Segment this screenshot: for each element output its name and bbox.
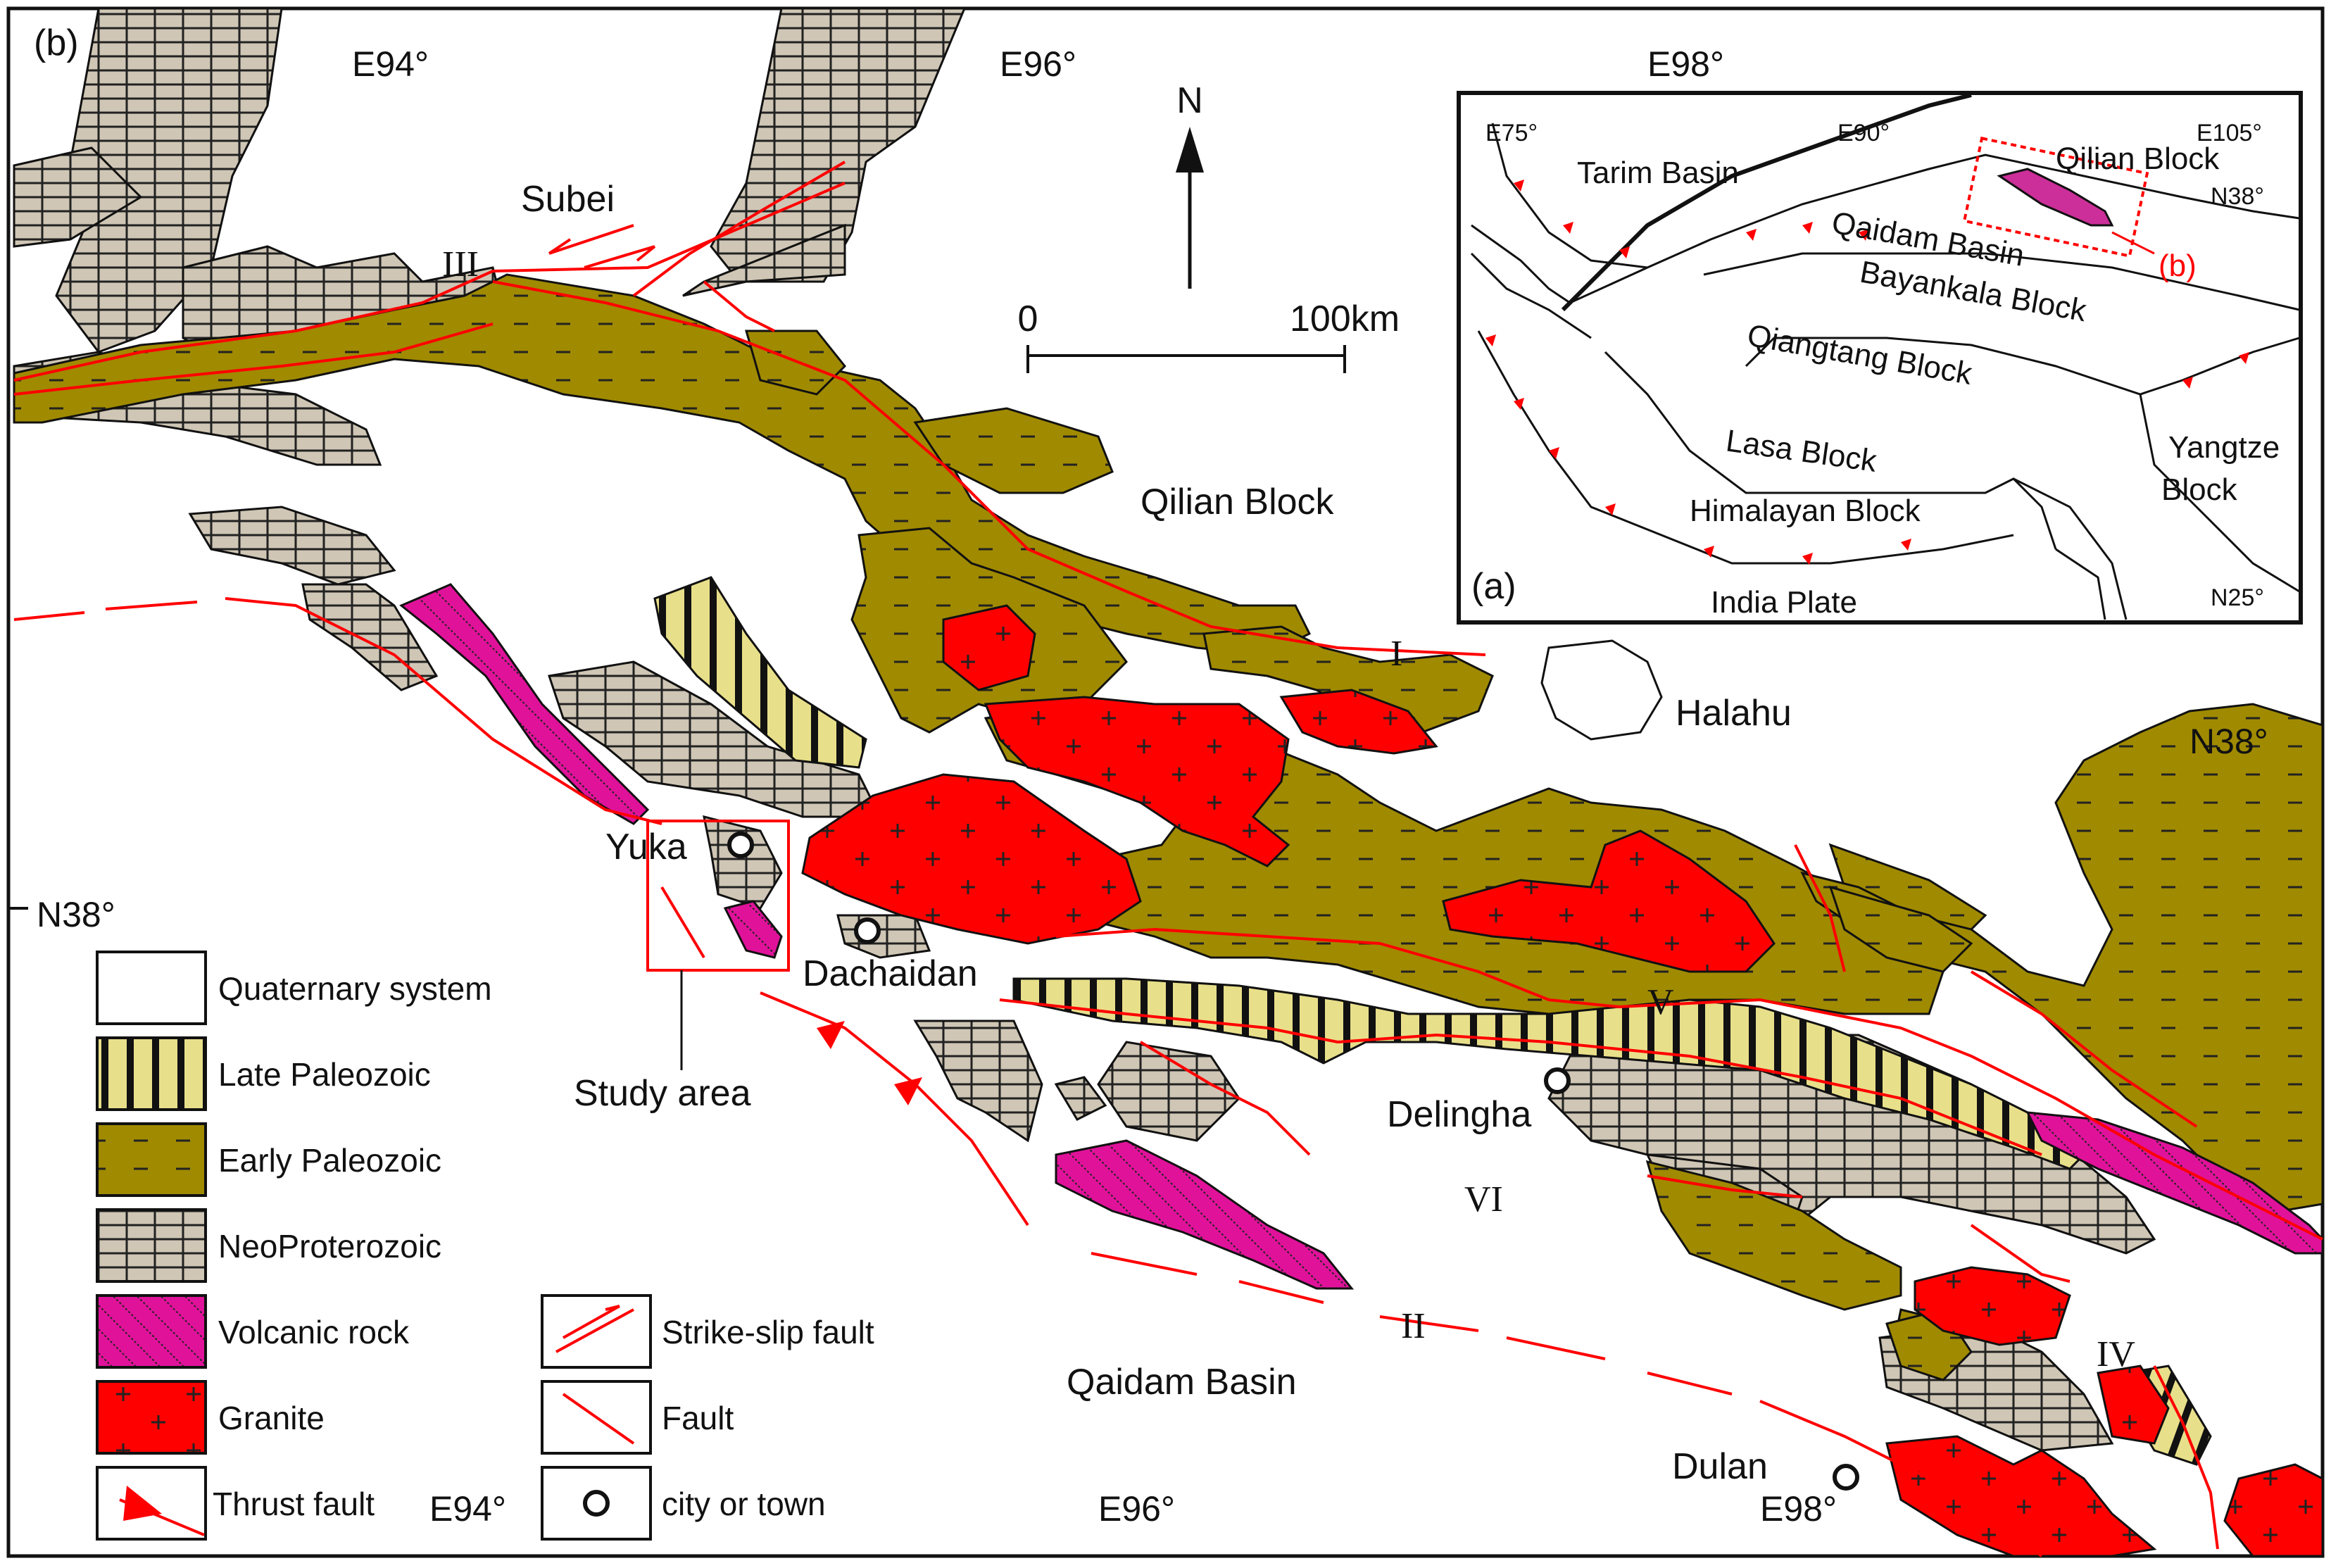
legend-label-volcanic: Volcanic rock <box>218 1314 410 1350</box>
coord-top-e94: E94° <box>352 44 429 84</box>
fault-num-vi: VI <box>1464 1179 1503 1219</box>
legend-label-granite: Granite <box>218 1400 325 1436</box>
legend-label-quaternary: Quaternary system <box>218 970 492 1007</box>
label-dachaidan: Dachaidan <box>803 953 978 994</box>
north-label: N <box>1176 80 1203 121</box>
coord-right-n38: N38° <box>2189 722 2268 761</box>
inset-b-box <box>1962 136 2149 258</box>
coord-left-n38: N38° <box>37 895 115 934</box>
inset-label-himalayan: Himalayan Block <box>1690 494 1921 528</box>
legend-label-neoproterozoic: NeoProterozoic <box>218 1228 441 1265</box>
fault-num-ii: II <box>1401 1306 1426 1346</box>
fault-num-iv: IV <box>2097 1334 2135 1374</box>
north-arrow <box>1176 127 1204 289</box>
scale-bar <box>1026 345 1346 373</box>
legend-swatch-early-paleozoic <box>96 1122 207 1197</box>
inset-map <box>1457 91 2303 625</box>
inset-label-tarim: Tarim Basin <box>1577 156 1739 190</box>
inset-coord-e90: E90° <box>1837 120 1890 146</box>
coord-bottom-e98: E98° <box>1760 1489 1837 1529</box>
strike-slip-arrows <box>548 224 656 269</box>
label-delingha: Delingha <box>1387 1094 1531 1135</box>
inset-label-yangtze: Yangtze <box>2168 430 2280 465</box>
legend-label-strike-slip: Strike-slip fault <box>662 1314 874 1350</box>
label-yuka: Yuka <box>605 827 687 867</box>
city-dachaidan-marker <box>854 917 881 944</box>
inset-label-qilian: Qilian Block <box>2056 142 2220 176</box>
volcanic-units <box>399 583 2324 1290</box>
fault-lines <box>13 161 2323 1557</box>
legend-label-early-paleozoic: Early Paleozoic <box>218 1142 441 1179</box>
legend-swatch-quaternary <box>96 951 207 1025</box>
inset-label-yangtze-block: Block <box>2161 472 2238 507</box>
panel-a-label: (a) <box>1471 566 1516 607</box>
legend-label-fault: Fault <box>662 1400 734 1436</box>
legend <box>96 951 652 1541</box>
legend-swatch-granite <box>96 1380 207 1455</box>
inset-coord-e105: E105° <box>2197 120 2262 146</box>
inset-major-fault <box>1561 93 1972 312</box>
label-dulan: Dulan <box>1672 1446 1768 1487</box>
fault-num-v: V <box>1647 982 1674 1022</box>
label-halahu: Halahu <box>1676 693 1792 734</box>
inset-b-marker: (b) <box>2159 249 2197 283</box>
city-delingha-marker <box>1544 1067 1571 1094</box>
thrust-teeth <box>817 1021 922 1105</box>
halahu-lake <box>1540 639 1663 741</box>
inset-label-india: India Plate <box>1711 585 1857 620</box>
city-markers <box>727 832 1859 1491</box>
scale-end: 100km <box>1290 299 1400 339</box>
panel-b-label: (b) <box>34 23 79 63</box>
scale-zero: 0 <box>1018 299 1038 339</box>
inset-study-region <box>1997 168 2114 227</box>
label-qaidam-basin: Qaidam Basin <box>1067 1362 1297 1403</box>
study-area-box <box>646 820 790 972</box>
coord-bottom-e94: E94° <box>429 1489 506 1529</box>
fault-num-iii: III <box>442 244 479 284</box>
label-study-area: Study area <box>574 1073 751 1114</box>
study-area-fault <box>660 886 705 959</box>
inset-coord-n25: N25° <box>2211 584 2264 611</box>
label-subei: Subei <box>521 179 615 220</box>
label-qilian-block: Qilian Block <box>1141 482 1335 522</box>
coord-top-e96: E96° <box>1000 44 1076 84</box>
city-yuka-marker <box>727 832 754 858</box>
legend-label-thrust: Thrust fault <box>213 1486 375 1522</box>
legend-label-city: city or town <box>662 1486 826 1522</box>
inset-coord-e75: E75° <box>1485 120 1538 146</box>
legend-swatch-volcanic <box>96 1294 207 1369</box>
coord-bottom-e96: E96° <box>1098 1489 1175 1529</box>
legend-swatch-late-paleozoic <box>96 1036 207 1111</box>
legend-swatch-neoproterozoic <box>96 1208 207 1283</box>
inset-coord-n38: N38° <box>2211 183 2264 210</box>
city-dulan-marker <box>1833 1464 1859 1491</box>
inset-frame <box>1457 91 2303 625</box>
coord-top-e98: E98° <box>1647 44 1724 84</box>
fault-num-i: I <box>1390 634 1402 674</box>
granite-units <box>801 604 2324 1557</box>
inset-thrust-teeth <box>1485 180 2249 565</box>
late-paleozoic-units <box>653 576 2212 1466</box>
legend-label-late-paleozoic: Late Paleozoic <box>218 1056 431 1093</box>
